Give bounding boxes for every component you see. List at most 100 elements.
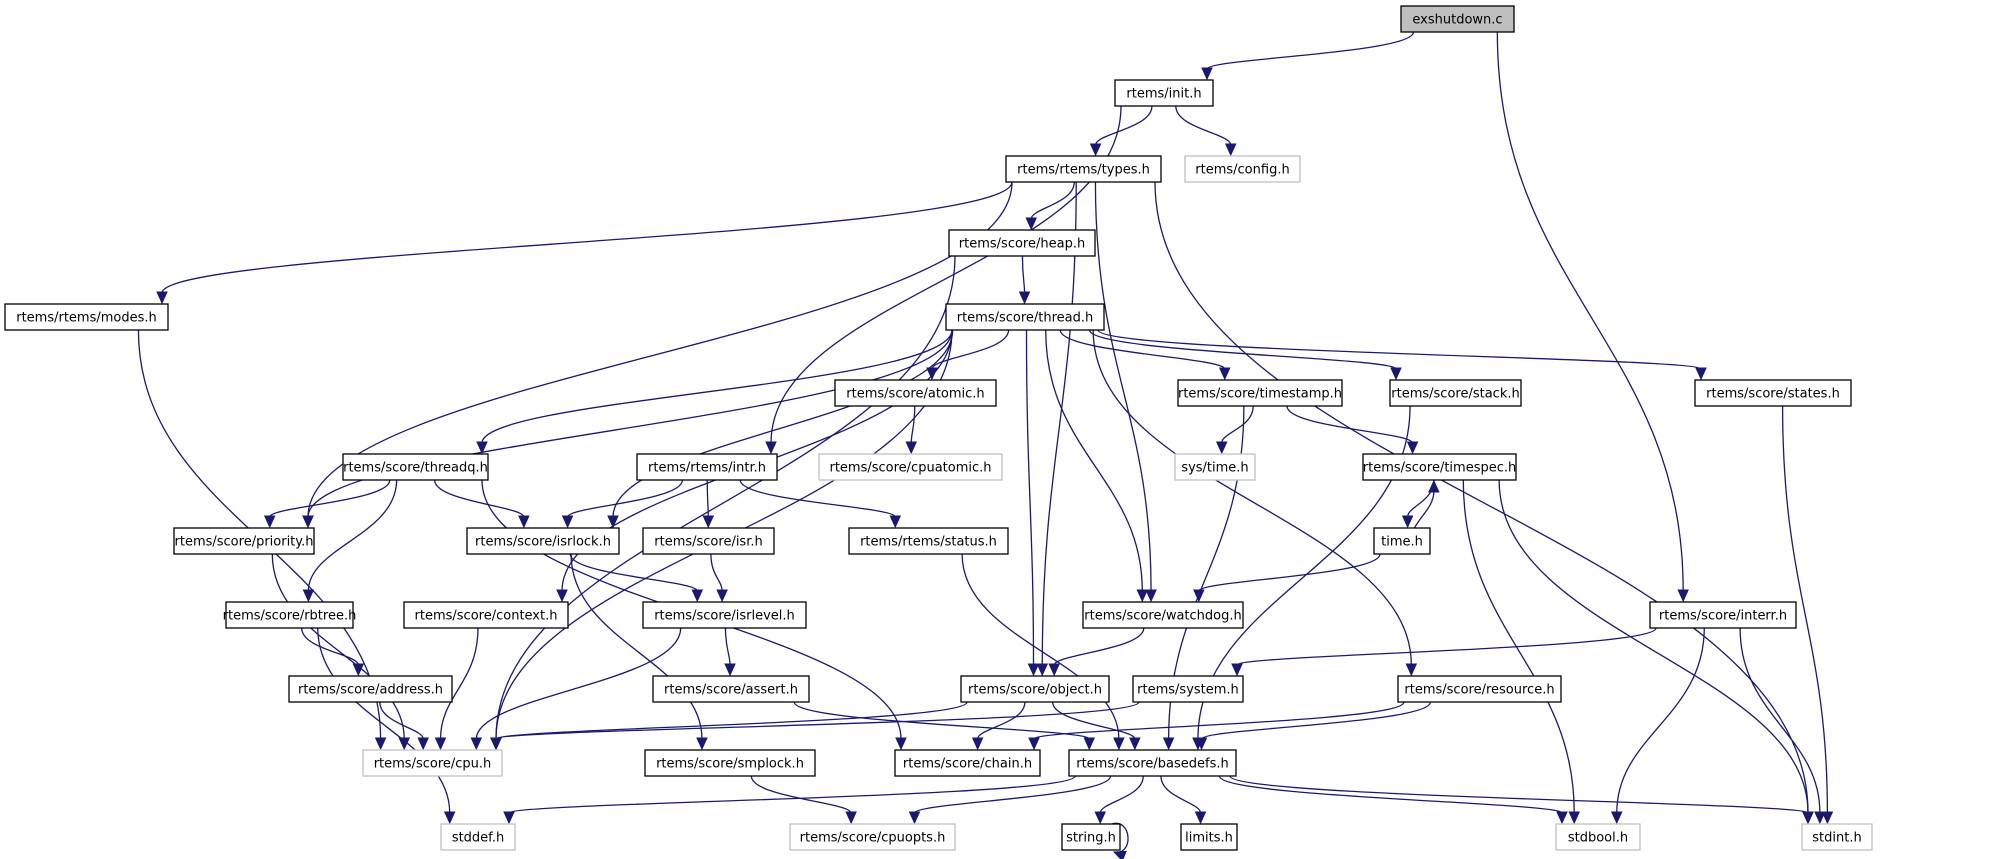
node-intr[interactable]: rtems/rtems/intr.h [636, 453, 778, 481]
node-timespec[interactable]: rtems/score/timespec.h [1362, 453, 1517, 481]
arrowhead-icon [417, 737, 429, 751]
edges-layer [137, 31, 1834, 859]
node-types[interactable]: rtems/rtems/types.h [1005, 155, 1162, 183]
node-interr[interactable]: rtems/score/interr.h [1649, 601, 1797, 629]
arrowhead-icon [1406, 441, 1419, 455]
node-label: rtems/config.h [1195, 163, 1289, 178]
node-limits[interactable]: limits.h [1180, 823, 1238, 851]
arrowhead-icon [476, 441, 488, 455]
node-label: rtems/score/stack.h [1391, 387, 1519, 402]
edge-line [750, 775, 852, 814]
node-system[interactable]: rtems/system.h [1132, 675, 1244, 703]
arrowhead-icon [561, 515, 574, 529]
node-context[interactable]: rtems/score/context.h [403, 601, 569, 629]
edge-line [481, 329, 953, 444]
edge-init-to-config [1175, 105, 1237, 157]
node-label: rtems/score/thread.h [957, 311, 1094, 326]
edge-line [1154, 181, 1809, 814]
node-exshutdown[interactable]: exshutdown.c [1400, 5, 1515, 33]
arrowhead-icon [889, 515, 902, 529]
arrowhead-icon [1677, 589, 1689, 603]
node-time[interactable]: time.h [1373, 527, 1431, 555]
node-resource[interactable]: rtems/score/resource.h [1397, 675, 1562, 703]
edge-thread-to-isrlock [607, 329, 954, 529]
node-box [288, 675, 453, 703]
node-chain[interactable]: rtems/score/chain.h [894, 749, 1041, 777]
edge-rbtree-to-stddef [317, 627, 456, 825]
node-watchdog[interactable]: rtems/score/watchdog.h [1082, 601, 1244, 629]
node-box [1061, 823, 1121, 851]
arrowhead-icon [1224, 143, 1237, 157]
edge-line [269, 479, 391, 518]
edge-context-to-cpu [434, 627, 479, 751]
node-object[interactable]: rtems/score/object.h [960, 675, 1110, 703]
node-status[interactable]: rtems/rtems/status.h [848, 527, 1009, 555]
edge-line [1198, 553, 1381, 592]
node-isr[interactable]: rtems/score/isr.h [642, 527, 775, 555]
node-stddef[interactable]: stddef.h [440, 823, 516, 851]
arrowhead-icon [845, 811, 857, 825]
edge-basedefs-to-limits [1160, 775, 1207, 825]
edge-line [1462, 479, 1575, 814]
node-box [362, 749, 503, 777]
node-threadq[interactable]: rtems/score/threadq.h [342, 453, 489, 481]
edge-line [307, 329, 953, 518]
edge-line [1094, 105, 1153, 146]
edge-interr-to-stdint [1739, 627, 1826, 825]
node-cpu[interactable]: rtems/score/cpu.h [362, 749, 503, 777]
edge-threadq-to-priority [263, 479, 391, 529]
edge-thread-to-resource [1092, 329, 1418, 677]
node-label: sys/time.h [1181, 461, 1248, 476]
arrowhead-icon [1018, 291, 1031, 305]
node-cpuatomic[interactable]: rtems/score/cpuatomic.h [818, 453, 1003, 481]
edge-line [739, 479, 896, 518]
node-config[interactable]: rtems/config.h [1184, 155, 1301, 183]
arrowhead-icon [1094, 811, 1107, 825]
edge-thread-to-threadq [476, 329, 953, 455]
edge-object-to-chain [971, 701, 1026, 751]
node-label: rtems/score/isrlock.h [475, 535, 611, 550]
node-systime[interactable]: sys/time.h [1174, 453, 1256, 481]
edge-line [379, 701, 424, 740]
node-isrlevel[interactable]: rtems/score/isrlevel.h [642, 601, 807, 629]
edge-line [1160, 775, 1202, 814]
arrowhead-icon [716, 589, 728, 603]
node-stdbool[interactable]: stdbool.h [1555, 823, 1641, 851]
edge-basedefs-to-stddef [503, 775, 1076, 825]
node-states[interactable]: rtems/score/states.h [1694, 379, 1852, 407]
node-smplock[interactable]: rtems/score/smplock.h [644, 749, 816, 777]
edge-status-to-basedefs [961, 553, 1125, 751]
edge-line [706, 479, 709, 518]
edge-line [161, 181, 1013, 294]
arrowhead-icon [1195, 737, 1208, 751]
node-rbtree[interactable]: rtems/score/rbtree.h [223, 601, 357, 629]
node-box [834, 379, 997, 407]
edge-timespec-to-time [1401, 479, 1435, 529]
node-box [1389, 379, 1522, 407]
node-atomic[interactable]: rtems/score/atomic.h [834, 379, 997, 407]
node-thread[interactable]: rtems/score/thread.h [945, 303, 1105, 331]
arrowhead-icon [765, 441, 777, 455]
edge-line [566, 479, 684, 518]
node-box [1555, 823, 1641, 851]
node-assert[interactable]: rtems/score/assert.h [652, 675, 810, 703]
node-stack[interactable]: rtems/score/stack.h [1389, 379, 1522, 407]
node-timestamp[interactable]: rtems/score/timestamp.h [1177, 379, 1343, 407]
node-cpuopts[interactable]: rtems/score/cpuopts.h [789, 823, 956, 851]
node-stdint[interactable]: stdint.h [1801, 823, 1873, 851]
node-isrlock[interactable]: rtems/score/isrlock.h [466, 527, 620, 555]
edge-line [433, 479, 525, 518]
node-init[interactable]: rtems/init.h [1114, 79, 1214, 107]
node-heap[interactable]: rtems/score/heap.h [948, 229, 1096, 257]
node-string[interactable]: string.h [1061, 823, 1121, 851]
node-address[interactable]: rtems/score/address.h [288, 675, 453, 703]
edge-thread-to-priority [302, 329, 953, 529]
edge-isrlock-to-smplock [570, 553, 708, 751]
node-modes[interactable]: rtems/rtems/modes.h [4, 303, 169, 331]
node-box [342, 453, 489, 481]
node-label: stddef.h [452, 831, 504, 846]
node-basedefs[interactable]: rtems/score/basedefs.h [1068, 749, 1237, 777]
node-priority[interactable]: rtems/score/priority.h [173, 527, 315, 555]
node-label: rtems/score/atomic.h [846, 387, 984, 402]
edge-types-to-heap [1025, 181, 1075, 231]
